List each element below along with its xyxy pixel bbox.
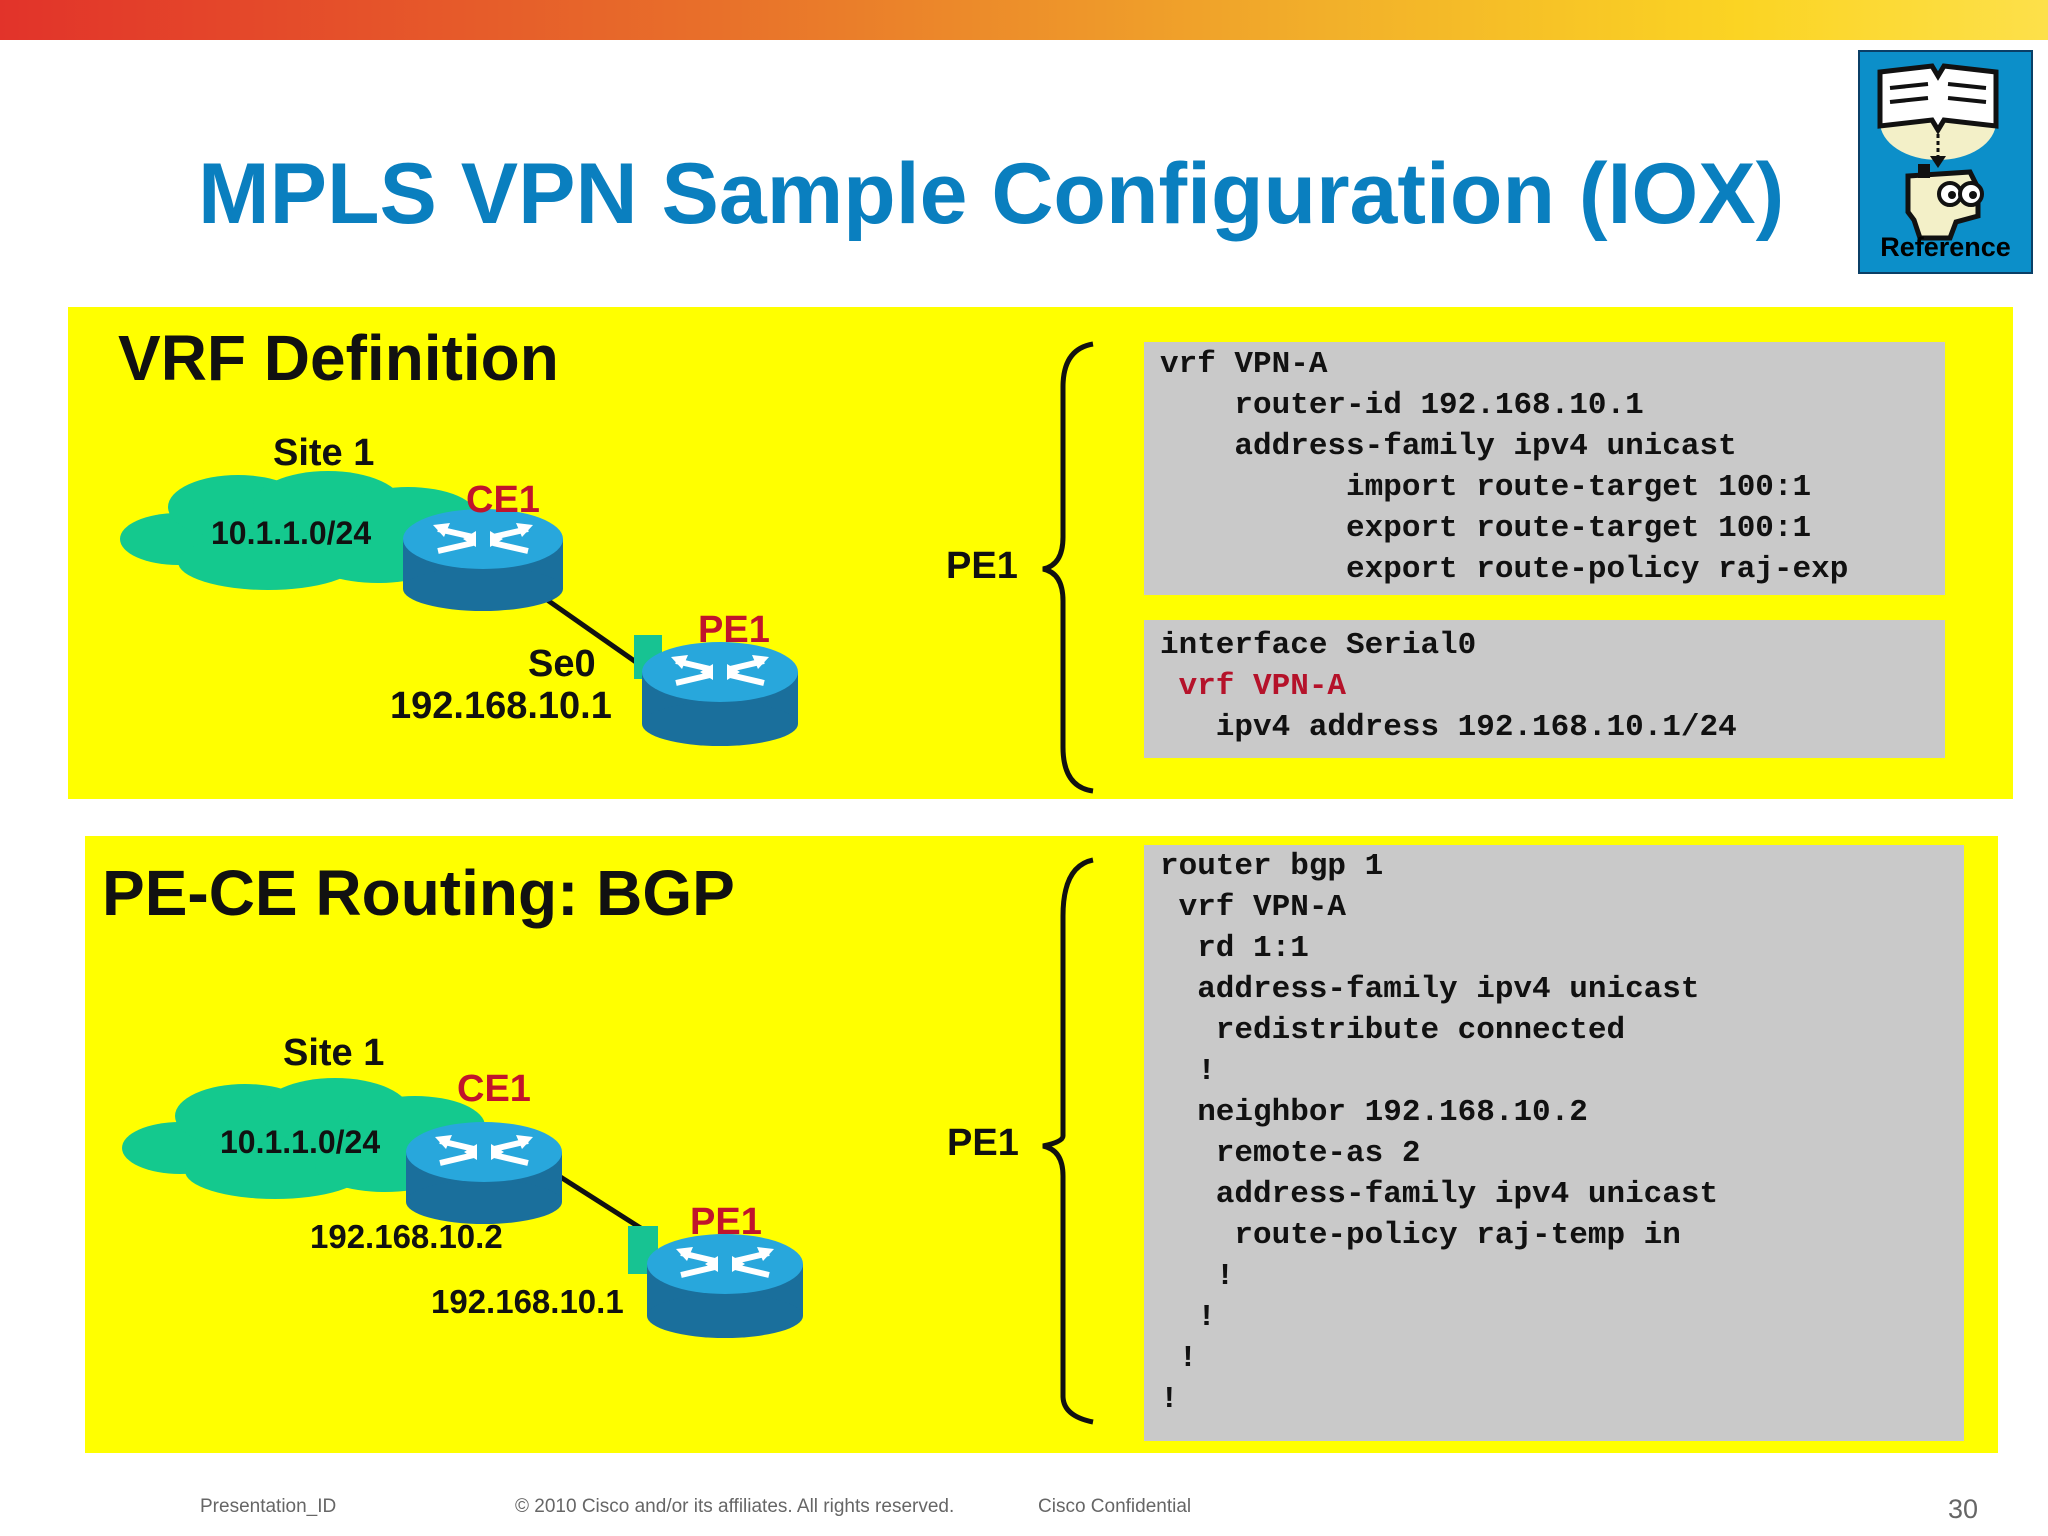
code-line: rd 1:1 (1160, 931, 1309, 966)
pe-ce-bgp-panel: PE-CE Routing: BGP (85, 836, 1998, 1453)
ce-ip-label: 192.168.10.2 (310, 1218, 503, 1255)
footer-copyright: © 2010 Cisco and/or its affiliates. All … (515, 1496, 955, 1517)
code-line: ! (1160, 1382, 1179, 1417)
router-ce1-icon (406, 1122, 562, 1224)
bgp-config-block: router bgp 1 vrf VPN-A rd 1:1 address-fa… (1144, 845, 1964, 1441)
reference-badge: Reference (1858, 50, 2033, 274)
interface-config-block: interface Serial0 vrf VPN-A ipv4 address… (1144, 620, 1945, 758)
slide-title: MPLS VPN Sample Configuration (IOX) (198, 146, 1785, 242)
code-line: route-policy raj-temp in (1160, 1218, 1681, 1253)
bracket-pe1-label: PE1 (946, 545, 1018, 587)
bracket-pe1-label: PE1 (947, 1122, 1019, 1164)
code-line: router-id 192.168.10.1 (1160, 388, 1644, 423)
code-line: vrf VPN-A (1160, 347, 1328, 382)
code-line: export route-policy raj-exp (1160, 552, 1849, 587)
book-person-icon (1877, 63, 1999, 241)
code-line: remote-as 2 (1160, 1136, 1421, 1171)
code-line: ! (1160, 1300, 1216, 1335)
ce-pe-link (541, 594, 645, 670)
code-line: router bgp 1 (1160, 849, 1384, 884)
vrf-definition-panel: VRF Definition (68, 307, 2013, 799)
reference-label: Reference (1880, 232, 2011, 262)
page-number: 30 (1948, 1494, 1979, 1524)
site-label: Site 1 (273, 432, 375, 474)
vrf-config-block: vrf VPN-A router-id 192.168.10.1 address… (1144, 342, 1945, 595)
code-line-vrf-highlight: vrf VPN-A (1160, 669, 1347, 704)
site-cloud (120, 471, 478, 590)
vrf-topology-diagram (120, 341, 1094, 794)
code-line: ! (1160, 1341, 1198, 1376)
code-line: redistribute connected (1160, 1013, 1626, 1048)
pe1-label: PE1 (698, 609, 770, 651)
code-line: address-family ipv4 unicast (1160, 1177, 1719, 1212)
bgp-panel-title: PE-CE Routing: BGP (102, 857, 735, 929)
code-line: import route-target 100:1 (1160, 470, 1812, 505)
router-ce1-icon (403, 509, 563, 611)
code-line: interface Serial0 (1160, 628, 1477, 663)
pe1-label: PE1 (690, 1201, 762, 1243)
code-line: address-family ipv4 unicast (1160, 972, 1700, 1007)
site-label: Site 1 (283, 1032, 385, 1074)
ce1-label: CE1 (457, 1068, 531, 1110)
code-line: ! (1160, 1054, 1216, 1089)
code-line: ! (1160, 1259, 1235, 1294)
bgp-topology-diagram (122, 857, 1094, 1425)
code-line: ipv4 address 192.168.10.1/24 (1160, 710, 1737, 745)
code-line: export route-target 100:1 (1160, 511, 1812, 546)
pe-ip-label: 192.168.10.1 (431, 1283, 624, 1320)
footer-presentation-id: Presentation_ID (200, 1496, 337, 1517)
subnet-label: 10.1.1.0/24 (220, 1124, 381, 1160)
top-gradient-bar (0, 0, 2048, 40)
pe-ip-label: 192.168.10.1 (390, 685, 612, 727)
router-pe1-icon (647, 1234, 803, 1338)
code-line: neighbor 192.168.10.2 (1160, 1095, 1588, 1130)
config-brace (1042, 341, 1094, 794)
footer-confidential: Cisco Confidential (1038, 1496, 1192, 1517)
interface-label: Se0 (528, 643, 596, 685)
vrf-panel-title: VRF Definition (118, 322, 559, 394)
code-line: vrf VPN-A (1160, 890, 1347, 925)
ce1-label: CE1 (466, 479, 540, 521)
subnet-label: 10.1.1.0/24 (211, 515, 372, 551)
config-brace (1042, 857, 1094, 1425)
code-line: address-family ipv4 unicast (1160, 429, 1737, 464)
router-pe1-icon (642, 642, 798, 746)
